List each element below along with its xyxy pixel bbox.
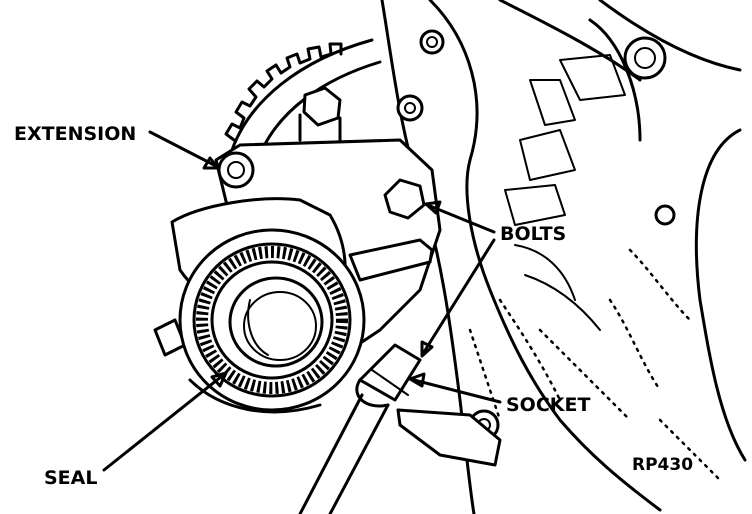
slave-cylinder — [153, 86, 442, 414]
label-extension: EXTENSION — [14, 123, 136, 145]
housing — [380, 0, 747, 514]
label-bolts: BOLTS — [500, 223, 566, 245]
leader-lines — [102, 130, 502, 472]
socket-tool — [298, 343, 502, 514]
label-socket: SOCKET — [506, 394, 590, 416]
ring-gear — [224, 38, 382, 152]
label-seal: SEAL — [44, 467, 97, 489]
figure-code: RP430 — [632, 455, 693, 475]
